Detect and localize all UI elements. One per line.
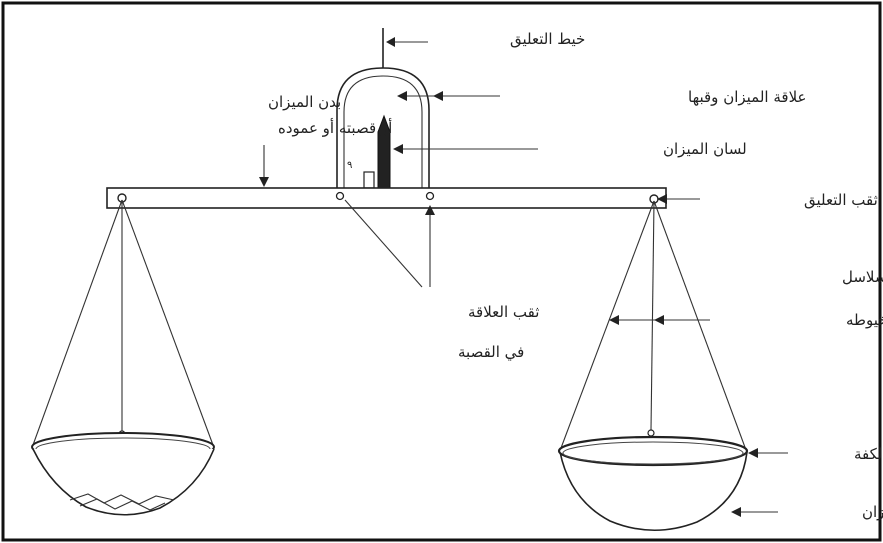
right-pan-bowl [559,451,748,532]
label-hanging-hole: ثقب التعليق [804,191,878,209]
label-pan-hole: ثقب الكفة [854,445,883,463]
scale-handle-inner [343,75,423,192]
label-tongue: لسان الميزان [663,140,747,158]
tongue-small-mark: ٩ [347,160,352,171]
leader-pan-hole [748,448,788,458]
leader-tongue [393,144,538,154]
label-beam-line1: بدن الميزان [268,93,341,111]
label-suspension-thread: خيط التعليق [510,30,585,48]
label-chains-line2: الميزان أوخيوطه [846,310,883,329]
label-handle-hole-line1: ثقب العلاقة [468,303,539,321]
tongue-base [363,171,375,189]
label-handle: علاقة الميزان وقبها [688,88,806,106]
scale-handle [336,67,430,192]
leader-chains [609,315,710,325]
label-pan: كفة الميزان [862,503,883,521]
label-chains-line1: سلاسل [842,268,883,286]
leader-handle-hole [344,199,435,288]
right-pan-assembly [557,200,749,532]
leader-hanging-hole [657,194,700,204]
leader-handle [397,91,500,101]
handle-hole-left [335,191,345,201]
leader-suspension-thread [386,37,428,47]
label-handle-hole-line2: في القصبة [458,343,524,362]
handle-hole-right [425,191,435,201]
leader-beam [259,145,269,187]
left-pan-assembly [31,199,215,516]
label-beam-line2: أو قصبته أو عموده [278,118,392,137]
scale-beam [106,187,667,209]
leader-pan [731,507,778,517]
